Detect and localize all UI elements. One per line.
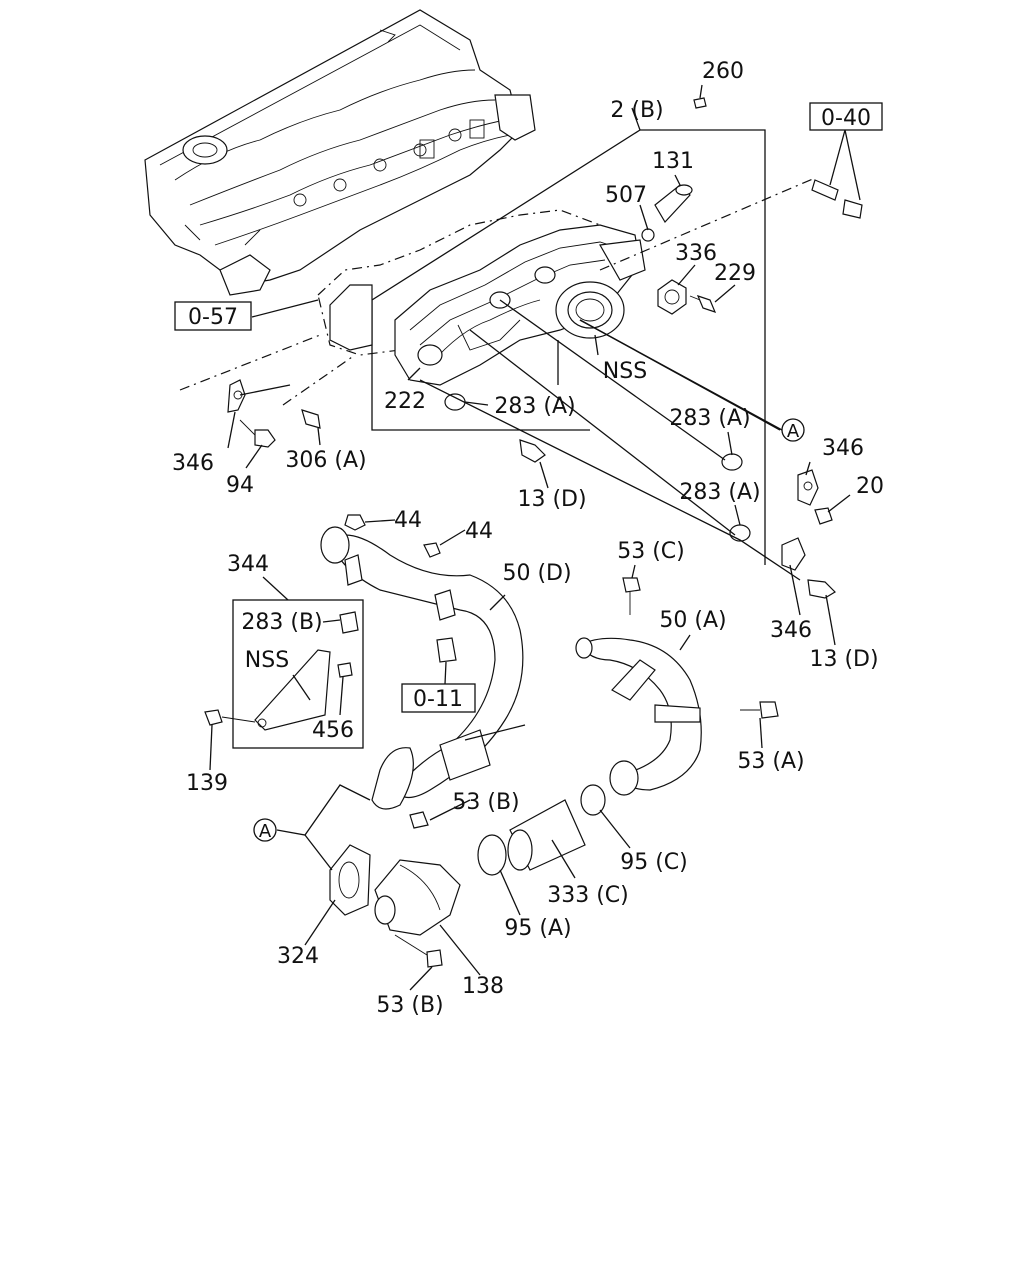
bolt-53c (622, 577, 641, 615)
clip-346-right-1 (797, 469, 819, 506)
callout-0-57: 0-57 (188, 305, 238, 330)
callout-0-11: 0-11 (413, 687, 463, 712)
callout-333c: 333 (C) (547, 883, 629, 908)
marker-a-top: A (781, 418, 805, 442)
bolt-53a (740, 701, 779, 719)
callout-283a-2: 283 (A) (669, 406, 750, 431)
mount-0-11 (436, 637, 457, 663)
clamp-strap (464, 724, 526, 741)
clamp-95c (580, 784, 606, 816)
nut-44-left (344, 514, 366, 531)
callout-324: 324 (277, 944, 319, 969)
callout-283b: 283 (B) (241, 610, 322, 635)
clip-346-right-2 (781, 537, 806, 571)
nut-283a-right-1 (721, 453, 743, 471)
callout-44-2: 44 (465, 519, 493, 544)
callout-344: 344 (227, 552, 269, 577)
stud-306a (179, 334, 356, 429)
callout-283a-1: 283 (A) (494, 394, 575, 419)
callout-346-3: 346 (770, 618, 812, 643)
nut-20 (814, 507, 833, 525)
marker-a-bottom: A (253, 818, 277, 842)
ref-box-0-11: 0-11 (401, 683, 476, 713)
callout-138: 138 (462, 974, 504, 999)
callout-44-1: 44 (394, 508, 422, 533)
callout-53a: 53 (A) (737, 749, 804, 774)
callout-95a: 95 (A) (504, 916, 571, 941)
exhaust-manifold (394, 224, 646, 386)
oring-507 (641, 228, 655, 242)
callout-nss-top: NSS (603, 359, 647, 384)
callout-131: 131 (652, 149, 694, 174)
nut-283a-left (444, 393, 466, 411)
callout-0-40: 0-40 (821, 106, 871, 131)
bolt-229 (689, 295, 717, 313)
bolt-53b-lower (394, 934, 443, 968)
callout-139: 139 (186, 771, 228, 796)
flange-336 (657, 279, 687, 315)
ref-box-0-57: 0-57 (174, 301, 252, 331)
bolt-94 (239, 419, 276, 448)
callout-13d-2: 13 (D) (809, 647, 878, 672)
ref-box-0-40: 0-40 (809, 102, 883, 131)
nut-44-right (423, 542, 441, 558)
sensor-131 (654, 184, 693, 223)
bracket-344 (254, 611, 359, 731)
clamp-95a (477, 834, 507, 876)
manifold-assembly-frame (371, 107, 766, 565)
engine-cylinder-head (144, 9, 536, 296)
bracket-0-40 (599, 177, 863, 271)
gasket-324 (329, 844, 371, 916)
leader-lines (209, 84, 861, 991)
callout-222: 222 (384, 389, 426, 414)
callout-labels: 260 2 (B) 131 507 336 229 NSS 222 283 (A… (172, 59, 884, 1018)
callout-456: 456 (312, 718, 354, 743)
callout-2b: 2 (B) (610, 98, 663, 123)
callout-260: 260 (702, 59, 744, 84)
callout-94: 94 (226, 473, 254, 498)
bolt-53b-upper (409, 811, 429, 829)
elbow-138 (374, 859, 461, 936)
callout-346-2: 346 (172, 451, 214, 476)
clip-346-left (227, 379, 246, 413)
plug-260 (693, 97, 707, 109)
callout-13d-1: 13 (D) (517, 487, 586, 512)
callout-507: 507 (605, 183, 647, 208)
callout-346-1: 346 (822, 436, 864, 461)
bolt-13d-lower (807, 579, 836, 599)
callout-50d: 50 (D) (502, 561, 571, 586)
callout-336: 336 (675, 241, 717, 266)
callout-53b-1: 53 (B) (452, 790, 519, 815)
bolt-13d-upper (519, 439, 546, 463)
callout-95c: 95 (C) (620, 850, 688, 875)
callout-283a-3: 283 (A) (679, 480, 760, 505)
callout-229: 229 (714, 261, 756, 286)
pipe-50d (320, 526, 524, 810)
pipe-50a (575, 637, 702, 796)
callout-306a: 306 (A) (285, 448, 366, 473)
callout-53c: 53 (C) (617, 539, 685, 564)
bracket-344-frame (232, 576, 364, 749)
callout-20: 20 (856, 474, 884, 499)
marker-a-bottom-label: A (259, 821, 272, 842)
callout-53b-2: 53 (B) (376, 993, 443, 1018)
callout-50a: 50 (A) (659, 608, 726, 633)
marker-a-top-label: A (787, 421, 800, 442)
hose-333c (507, 799, 586, 871)
bolt-139 (204, 709, 256, 726)
callout-nss-mid: NSS (245, 648, 289, 673)
